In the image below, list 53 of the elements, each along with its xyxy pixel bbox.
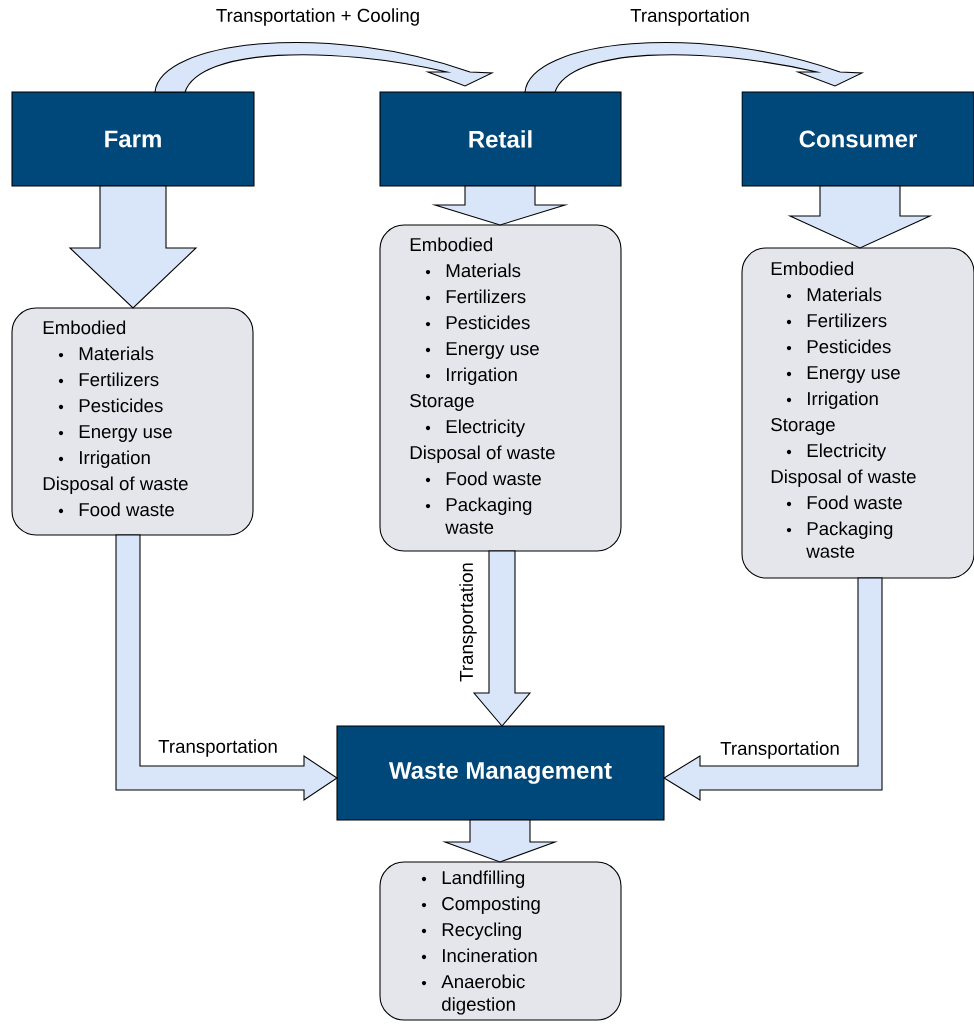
list-item: Electricity — [807, 443, 887, 461]
list-heading: Storage — [410, 393, 474, 411]
block-arrow — [662, 577, 883, 801]
list-item: Packaging waste — [806, 521, 893, 558]
list-item: Energy use — [446, 342, 539, 359]
list-item: Energy use — [807, 366, 900, 383]
stage-box: Waste Management — [336, 725, 665, 821]
list-item: Irrigation — [447, 367, 517, 385]
block-arrow — [154, 41, 493, 93]
list-heading: Embodied — [771, 261, 854, 276]
edge-label: Transportation — [457, 560, 479, 684]
block-arrow — [472, 550, 532, 727]
list-item: Packaging waste — [445, 497, 532, 534]
list-item: Energy use — [79, 425, 172, 442]
list-heading: Disposal of waste — [771, 469, 916, 487]
list-item: Fertilizers — [807, 313, 887, 328]
list-item: Food waste — [807, 495, 902, 510]
list-item: Food waste — [79, 502, 174, 517]
list-heading: Storage — [771, 417, 835, 435]
list-item: Electricity — [446, 419, 526, 437]
list-item: Anaerobic digestion — [441, 974, 525, 1015]
stage-box: Retail — [379, 91, 622, 187]
list-item: Pesticides — [807, 339, 891, 354]
list-heading: Disposal of waste — [410, 445, 555, 463]
list-item: Food waste — [446, 471, 541, 486]
list-item: Irrigation — [808, 391, 878, 409]
list-item: Fertilizers — [79, 372, 159, 387]
list-heading: Embodied — [43, 320, 126, 335]
list-item: Materials — [79, 346, 154, 361]
stage-box: Farm — [11, 91, 255, 187]
edge-label: Transportation — [628, 6, 752, 28]
list-item: Pesticides — [446, 315, 530, 330]
list-item: Fertilizers — [446, 289, 526, 304]
list-item: Pesticides — [79, 398, 163, 413]
block-arrow — [115, 534, 338, 801]
list-item: Materials — [807, 287, 882, 302]
block-arrow — [431, 185, 569, 226]
edge-label: Transportation — [718, 739, 842, 761]
block-arrow — [787, 185, 933, 249]
block-arrow — [441, 819, 559, 863]
list-item: Recycling — [442, 922, 521, 940]
list-item: Landfilling — [442, 870, 525, 888]
list-item: Irrigation — [80, 450, 150, 468]
edge-label: Transportation — [156, 738, 280, 759]
list-item: Materials — [446, 263, 521, 278]
block-arrow — [68, 185, 198, 309]
list-heading: Disposal of waste — [43, 476, 188, 494]
block-arrow — [524, 41, 863, 93]
list-heading: Embodied — [410, 237, 493, 252]
stage-box: Consumer — [741, 91, 974, 187]
edge-label: Transportation + Cooling — [214, 6, 422, 28]
list-item: Composting — [442, 896, 540, 914]
list-item: Incineration — [443, 948, 537, 963]
